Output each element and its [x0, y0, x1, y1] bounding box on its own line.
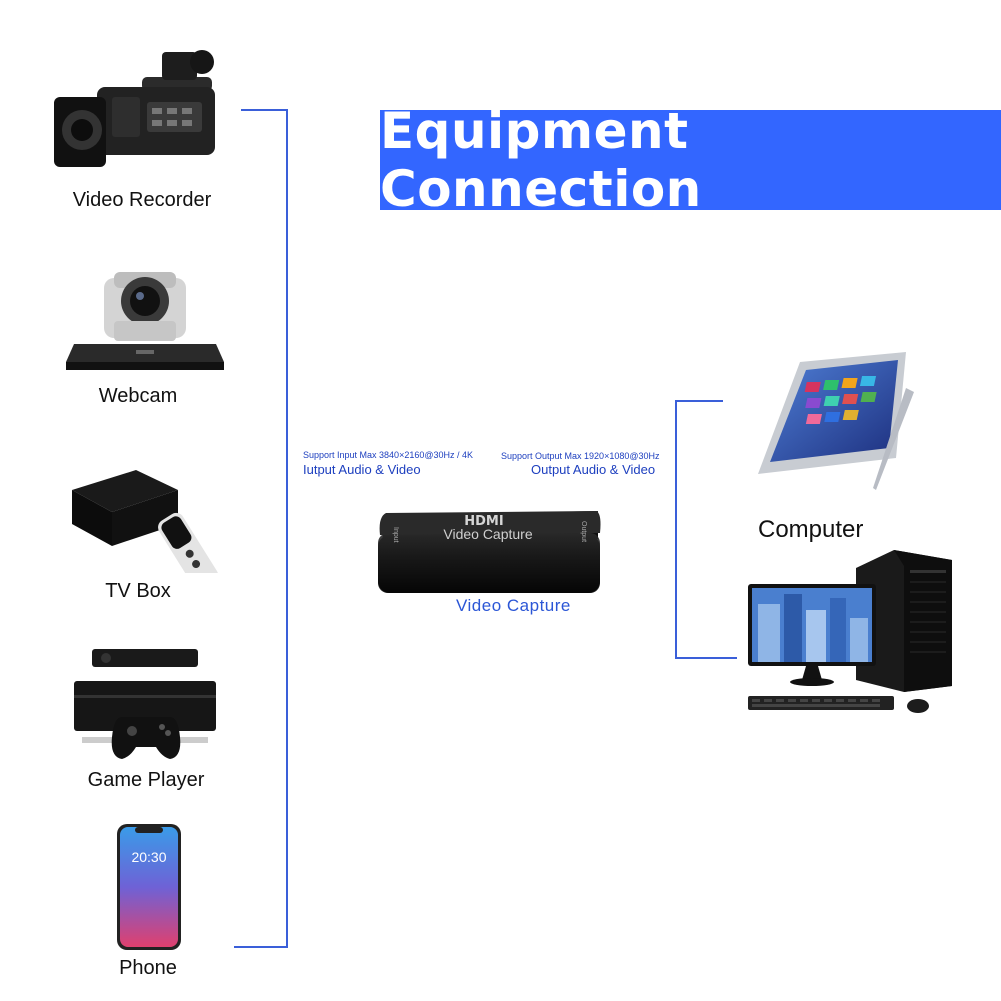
- tablet-icon: [756, 348, 916, 498]
- source-bracket-vertical: [286, 109, 288, 948]
- target-label-computer: Computer: [758, 516, 864, 543]
- desktop-pc-icon: [744, 548, 956, 718]
- device-model-text: Video Capture: [443, 526, 532, 542]
- source-label-phone: Phone: [119, 957, 177, 979]
- capture-label: Video Capture: [456, 596, 571, 615]
- ptz-webcam-icon: [64, 266, 226, 374]
- target-bracket-top: [675, 400, 723, 402]
- source-bracket-bottom: [234, 946, 288, 948]
- camcorder-icon: [52, 42, 227, 177]
- game-console-icon: [72, 647, 218, 765]
- device-output-side: Output: [580, 521, 587, 542]
- tv-box-icon: [66, 468, 228, 573]
- source-bracket-top: [241, 109, 287, 111]
- phone-clock: 20:30: [131, 849, 166, 865]
- target-bracket-bottom: [675, 657, 737, 659]
- input-spec-text: Support Input Max 3840×2160@30Hz / 4K: [303, 450, 473, 460]
- device-brand-text: HDMI: [464, 514, 503, 529]
- tablet-tiles: [804, 376, 877, 424]
- page-title: Equipment Connection: [380, 102, 702, 218]
- device-input-side: Input: [392, 527, 399, 543]
- title-banner: Equipment Connection: [380, 102, 1001, 218]
- phone-icon: 20:30: [115, 822, 183, 952]
- source-label-video-recorder: Video Recorder: [72, 189, 212, 211]
- target-bracket-vertical: [675, 400, 677, 659]
- output-audio-text: Output Audio & Video: [531, 462, 656, 477]
- output-spec-text: Support Output Max 1920×1080@30Hz: [501, 451, 660, 461]
- hdmi-capture-device: HDMI Video Capture Input Output: [372, 505, 608, 602]
- source-label-webcam: Webcam: [98, 385, 178, 407]
- input-audio-text: Iutput Audio & Video: [303, 462, 421, 477]
- source-label-tv-box: TV Box: [105, 580, 171, 602]
- source-label-game-player: Game Player: [87, 769, 205, 791]
